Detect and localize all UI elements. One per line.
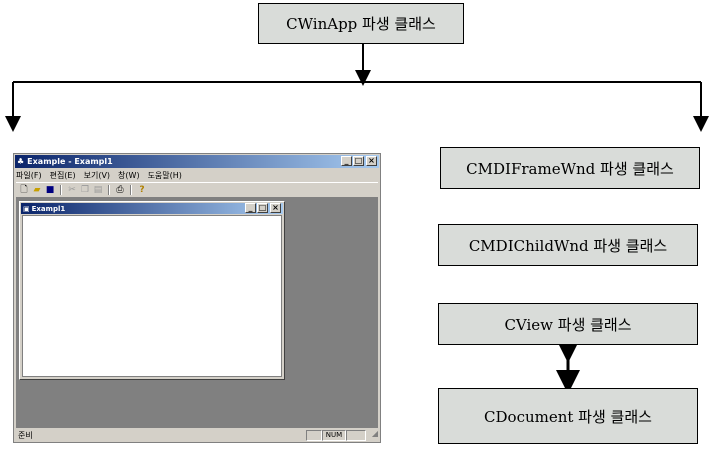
child-window-title: Exampl1 (31, 204, 66, 213)
mdi-client-area: ▣ Exampl1 _ □ × (16, 198, 378, 428)
save-icon[interactable]: ■ (45, 185, 55, 195)
menu-edit[interactable]: 편집(E) (49, 170, 76, 180)
help-icon[interactable]: ? (139, 185, 145, 195)
toolbar-separator (60, 185, 62, 195)
toolbar-separator (108, 185, 110, 195)
toolbar: 🗋 ▰ ■ ✂ ❐ ▤ ⎙ ? (16, 182, 378, 198)
status-panel-blank (306, 430, 322, 441)
status-num-indicator: NUM (322, 430, 346, 441)
window-titlebar[interactable]: ♣ Example - Exampl1 _ □ × (15, 155, 379, 168)
child-minimize-button[interactable]: _ (245, 203, 256, 213)
cview-box: CView 파생 클래스 (438, 303, 698, 345)
child-titlebar[interactable]: ▣ Exampl1 _ □ × (21, 203, 283, 214)
window-title: Example - Exampl1 (27, 157, 113, 166)
maximize-button[interactable]: □ (353, 156, 364, 166)
new-file-icon[interactable]: 🗋 (20, 185, 28, 195)
menu-file[interactable]: 파일(F) (16, 170, 42, 180)
status-bar: 준비 NUM ◢ (16, 429, 378, 441)
cmdiframewnd-box: CMDIFrameWnd 파생 클래스 (440, 147, 700, 189)
copy-icon[interactable]: ❐ (80, 185, 90, 195)
app-icon: ♣ (17, 157, 25, 166)
minimize-button[interactable]: _ (341, 156, 352, 166)
print-icon[interactable]: ⎙ (116, 185, 124, 195)
status-panel-blank (346, 430, 366, 441)
status-text: 준비 (18, 430, 33, 440)
child-close-button[interactable]: × (270, 203, 281, 213)
menu-help[interactable]: 도움말(H) (147, 170, 182, 180)
menu-view[interactable]: 보기(V) (83, 170, 111, 180)
paste-icon[interactable]: ▤ (93, 185, 103, 195)
close-button[interactable]: × (366, 156, 377, 166)
child-window: ▣ Exampl1 _ □ × (19, 201, 285, 380)
open-folder-icon[interactable]: ▰ (33, 185, 41, 195)
example-app-window: ♣ Example - Exampl1 _ □ × 파일(F) 편집(E) 보기… (13, 153, 381, 443)
cmdichildwnd-box: CMDIChildWnd 파생 클래스 (438, 224, 698, 266)
cwinapp-box: CWinApp 파생 클래스 (258, 3, 464, 44)
child-maximize-button[interactable]: □ (257, 203, 268, 213)
menu-bar: 파일(F) 편집(E) 보기(V) 창(W) 도움말(H) (16, 169, 182, 181)
view-client-area[interactable] (22, 215, 282, 377)
cut-icon[interactable]: ✂ (68, 185, 76, 195)
menu-window[interactable]: 창(W) (118, 170, 140, 180)
cdocument-box: CDocument 파생 클래스 (438, 388, 698, 444)
resize-grip-icon[interactable]: ◢ (371, 429, 378, 438)
document-icon: ▣ (23, 204, 30, 213)
toolbar-separator (130, 185, 132, 195)
